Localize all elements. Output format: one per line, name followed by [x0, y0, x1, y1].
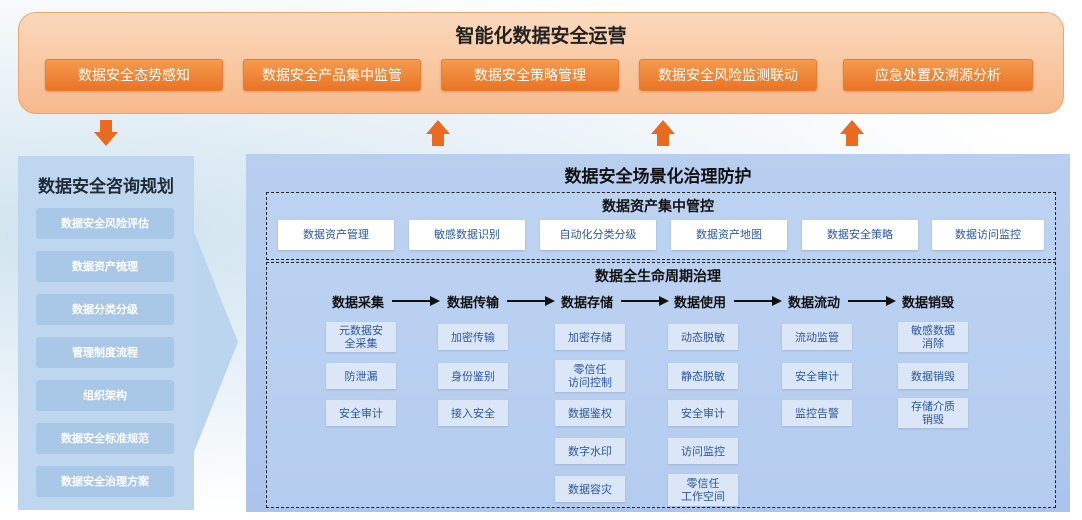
storage-item-zero-trust[interactable]: 零信任 访问控制: [555, 360, 625, 392]
storage-item-encryption[interactable]: 加密存储: [555, 324, 625, 350]
arrow-right-icon: [621, 296, 669, 306]
governance-title: 数据安全场景化治理防护: [564, 167, 752, 187]
arrow-right-icon: [392, 296, 440, 306]
flow-item-alert[interactable]: 监控告警: [782, 400, 852, 426]
asset-item-management[interactable]: 数据资产管理: [278, 220, 394, 250]
operations-item-policy-management[interactable]: 数据安全策略管理: [441, 59, 619, 91]
asset-item-access-monitoring[interactable]: 数据访问监控: [932, 220, 1044, 250]
storage-item-disaster-recovery[interactable]: 数据容灾: [555, 476, 625, 502]
consulting-item-risk-assessment[interactable]: 数据安全风险评估: [36, 208, 174, 239]
asset-item-sensitive-identification[interactable]: 敏感数据识别: [409, 220, 525, 250]
arrow-up-icon: [651, 120, 675, 146]
asset-item-auto-classification[interactable]: 自动化分类分级: [540, 220, 656, 250]
usage-item-zero-trust-workspace[interactable]: 零信任 工作空间: [668, 474, 738, 506]
usage-item-access-monitoring[interactable]: 访问监控: [668, 438, 738, 464]
arrow-up-icon: [426, 120, 450, 146]
operations-item-situation-awareness[interactable]: 数据安全态势感知: [45, 59, 223, 91]
stage-collection: 数据采集: [332, 296, 385, 311]
arrow-right-icon: [848, 296, 896, 306]
chevron-right-icon: [194, 232, 238, 452]
consulting-item-asset-inventory[interactable]: 数据资产梳理: [36, 251, 174, 282]
asset-section: [266, 192, 1056, 260]
consulting-panel: 数据安全咨询规划 数据安全风险评估 数据资产梳理 数据分类分级 管理制度流程 组…: [18, 156, 194, 510]
usage-item-audit[interactable]: 安全审计: [668, 400, 738, 426]
stage-usage: 数据使用: [674, 296, 727, 311]
usage-item-dynamic-masking[interactable]: 动态脱敏: [668, 324, 738, 350]
storage-item-authorization[interactable]: 数据鉴权: [555, 400, 625, 426]
operations-title: 智能化数据安全运营: [455, 25, 627, 47]
arrow-right-icon: [507, 296, 555, 306]
operations-item-risk-monitoring[interactable]: 数据安全风险监测联动: [639, 59, 817, 91]
stage-storage: 数据存储: [561, 296, 614, 311]
destruction-item-sensitive-erase[interactable]: 敏感数据 消除: [898, 322, 968, 352]
asset-item-security-policy[interactable]: 数据安全策略: [802, 220, 918, 250]
stage-transmission: 数据传输: [447, 296, 500, 311]
operations-panel: 智能化数据安全运营 数据安全态势感知 数据安全产品集中监管 数据安全策略管理 数…: [18, 12, 1064, 114]
consulting-item-classification[interactable]: 数据分类分级: [36, 294, 174, 325]
transmission-item-encryption[interactable]: 加密传输: [438, 324, 508, 350]
flow-item-supervision[interactable]: 流动监管: [782, 324, 852, 350]
operations-item-emergency-response[interactable]: 应急处置及溯源分析: [843, 59, 1033, 91]
transmission-item-authentication[interactable]: 身份鉴别: [438, 363, 508, 389]
arrow-down-icon: [94, 120, 118, 146]
collection-item-dlp[interactable]: 防泄漏: [326, 363, 396, 389]
consulting-item-governance-plan[interactable]: 数据安全治理方案: [36, 466, 174, 497]
arrow-right-icon: [734, 296, 782, 306]
asset-section-title: 数据资产集中管控: [602, 199, 714, 215]
arrow-up-icon: [840, 120, 864, 146]
usage-item-static-masking[interactable]: 静态脱敏: [668, 363, 738, 389]
consulting-title: 数据安全咨询规划: [38, 177, 174, 197]
collection-item-metadata[interactable]: 元数据安 全采集: [326, 322, 396, 352]
consulting-item-standards[interactable]: 数据安全标准规范: [36, 423, 174, 454]
consulting-item-organization[interactable]: 组织架构: [36, 380, 174, 411]
lifecycle-section-title: 数据全生命周期治理: [595, 269, 721, 285]
collection-item-audit[interactable]: 安全审计: [326, 400, 396, 426]
transmission-item-access-security[interactable]: 接入安全: [438, 400, 508, 426]
destruction-item-media-destruction[interactable]: 存储介质 销毁: [898, 398, 968, 428]
flow-item-audit[interactable]: 安全审计: [782, 363, 852, 389]
operations-item-product-supervision[interactable]: 数据安全产品集中监管: [243, 59, 421, 91]
asset-item-asset-map[interactable]: 数据资产地图: [671, 220, 787, 250]
storage-item-watermark[interactable]: 数字水印: [555, 438, 625, 464]
consulting-item-management-process[interactable]: 管理制度流程: [36, 337, 174, 368]
governance-panel: 数据安全场景化治理防护 数据资产集中管控 数据资产管理 敏感数据识别 自动化分类…: [246, 154, 1070, 512]
stage-destruction: 数据销毁: [902, 296, 955, 311]
stage-flow: 数据流动: [788, 296, 841, 311]
destruction-item-data-destruction[interactable]: 数据销毁: [898, 363, 968, 389]
